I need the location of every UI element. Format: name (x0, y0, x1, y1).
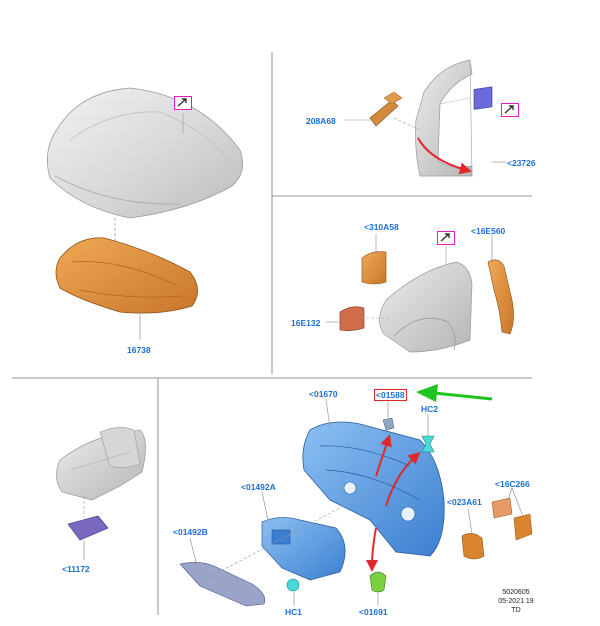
door-pad-illustration (473, 86, 493, 110)
leader-line (203, 475, 401, 581)
red-arrow (375, 434, 392, 477)
part-label-16E560[interactable]: <16E560 (471, 226, 506, 236)
plug-hc2-illustration (421, 435, 435, 453)
lower-insulator-illustration (179, 562, 266, 607)
part-label-HC1[interactable]: HC1 (285, 607, 303, 617)
red-arrow (385, 451, 421, 507)
part-label-16E132[interactable]: 16E132 (291, 318, 321, 328)
green-arrow (416, 384, 493, 402)
frame-illustration (56, 427, 146, 501)
diagram-date: 05-2021 19 (498, 598, 534, 605)
part-label-208A68[interactable]: 208A68 (306, 116, 336, 126)
plug-hc1-illustration (286, 578, 300, 592)
small-insulator-illustration (461, 497, 533, 560)
fender-pad-illustration (339, 306, 365, 331)
hood-illustration (46, 87, 244, 219)
hood-insulator-illustration (55, 237, 198, 314)
part-label-01492B[interactable]: <01492B (173, 527, 208, 537)
diagram-suffix: TD (511, 607, 521, 614)
part-label-16738[interactable]: 16738 (127, 345, 151, 355)
part-label-23726[interactable]: <23726 (507, 158, 536, 168)
external-link-icon[interactable] (437, 231, 455, 245)
door-illustration (415, 59, 473, 177)
panel-dividers (12, 52, 532, 615)
grommet-illustration (369, 571, 387, 593)
part-label-01670[interactable]: <01670 (309, 389, 338, 399)
part-label-023A61[interactable]: <023A61 (447, 497, 482, 507)
door-weatherstrip-illustration (369, 91, 403, 127)
bracket-illustration (67, 515, 109, 541)
part-label-01492A[interactable]: <01492A (241, 482, 276, 492)
clip-illustration (382, 417, 395, 431)
external-link-icon[interactable] (174, 96, 192, 110)
part-label-01588[interactable]: <01588 (374, 389, 407, 401)
fender-shield-illustration (487, 259, 514, 335)
part-label-310A58[interactable]: <310A58 (364, 222, 399, 232)
diagram-code: 5020605 (502, 589, 530, 596)
part-label-01691[interactable]: <01691 (359, 607, 388, 617)
fender-illustration (379, 261, 473, 353)
external-link-icon[interactable] (501, 103, 519, 117)
leader-lines-dash (189, 398, 523, 606)
fender-insulator-illustration (361, 251, 387, 285)
red-arrow (417, 137, 472, 175)
dash-insulator-illustration (261, 517, 346, 581)
red-arrow (366, 527, 379, 572)
part-label-16C266[interactable]: <16C266 (495, 479, 530, 489)
part-label-11172[interactable]: <11172 (62, 564, 90, 574)
part-label-HC2[interactable]: HC2 (421, 404, 439, 414)
